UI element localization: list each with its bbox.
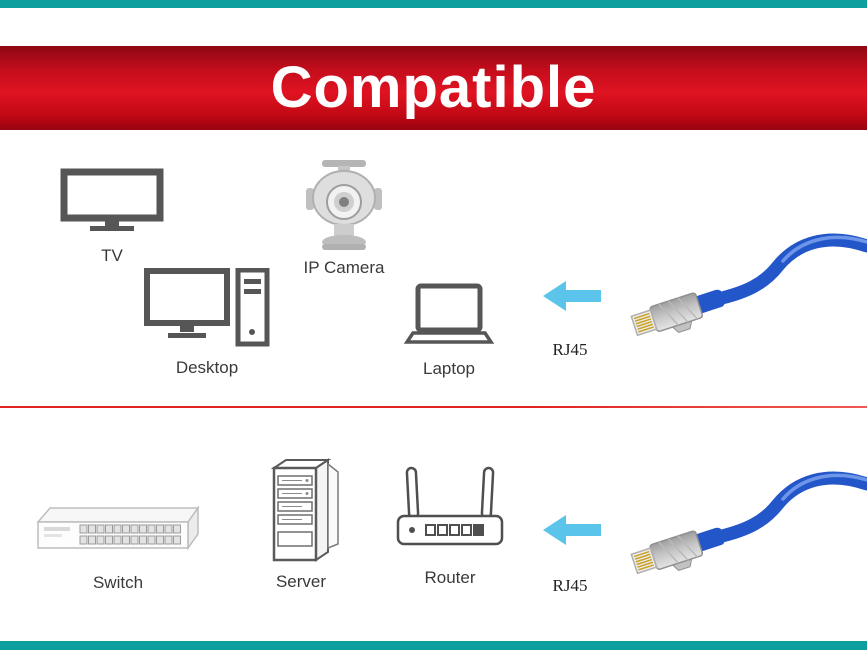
bottom-accent-bar <box>0 641 867 650</box>
device-label: IP Camera <box>303 258 385 277</box>
banner: Compatible <box>0 46 867 130</box>
rj45-label: RJ45 <box>552 576 588 595</box>
device-label: TV <box>101 246 123 265</box>
device-switch: Switch <box>32 502 204 593</box>
rj45-cable-icon <box>618 230 867 378</box>
device-label: Laptop <box>423 359 475 378</box>
router-icon <box>396 464 504 560</box>
device-tv: TV <box>60 168 164 266</box>
arrow-left-icon <box>543 513 601 547</box>
rj45-label: RJ45 <box>552 340 588 359</box>
device-label: Switch <box>92 573 144 592</box>
rj45-cable-icon <box>618 468 867 616</box>
device-label: Desktop <box>175 358 239 377</box>
tv-icon <box>60 168 164 234</box>
laptop-icon <box>404 283 494 347</box>
device-laptop: Laptop <box>404 283 494 379</box>
ip-camera-icon <box>298 158 390 254</box>
banner-title: Compatible <box>270 55 597 120</box>
switch-icon <box>32 502 204 560</box>
device-ip-camera: IP Camera <box>298 158 390 278</box>
arrow-left-icon <box>543 279 601 313</box>
desktop-icon <box>144 268 270 348</box>
server-icon <box>258 458 344 568</box>
device-label: Router <box>424 568 476 587</box>
section-divider <box>0 406 867 408</box>
device-label: Server <box>275 572 327 591</box>
top-accent-bar <box>0 0 867 8</box>
device-desktop: Desktop <box>144 268 270 378</box>
device-server: Server <box>258 458 344 592</box>
device-router: Router <box>396 464 504 588</box>
